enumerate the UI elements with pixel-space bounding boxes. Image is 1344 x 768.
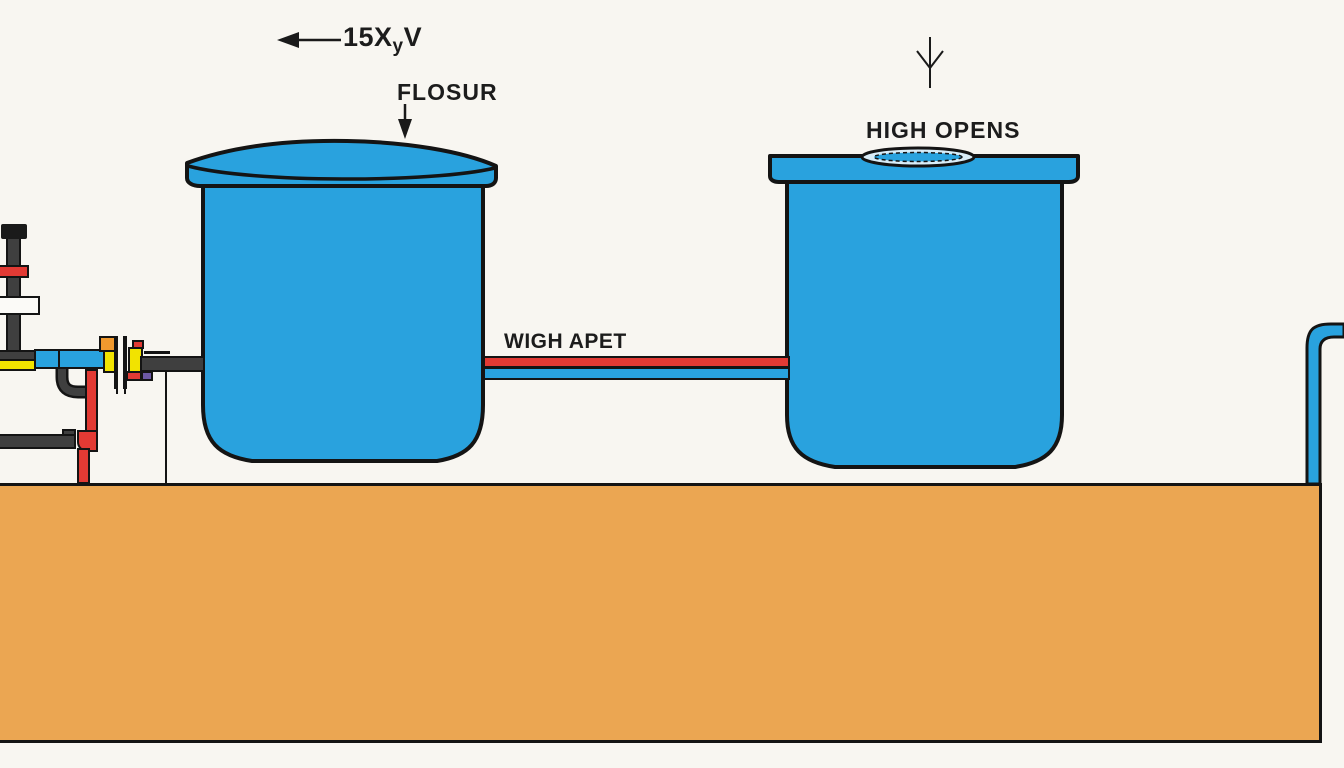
bottom-pipe-dark — [0, 434, 76, 449]
arrow-feather-down-icon — [916, 37, 944, 88]
valve-base-purple — [141, 371, 153, 381]
valve-base-red — [126, 371, 142, 381]
tank1-inlet-pipe-dark — [140, 356, 205, 372]
inlet-pipe-stub-line — [144, 351, 170, 354]
standpipe-red-collar — [0, 265, 29, 278]
transfer-pipe-blue-layer — [483, 367, 790, 380]
drain-pipe-red-upper — [85, 369, 98, 437]
drain-pipe-red-lower — [77, 448, 90, 484]
arrow-left-head-icon — [277, 32, 299, 48]
flange-plate-left — [114, 336, 118, 389]
tank2-label: HIGH OPENS — [866, 117, 1021, 143]
support-line — [165, 372, 167, 484]
ground-slab — [0, 483, 1322, 743]
tank2-rim — [768, 154, 1080, 184]
tank1-body — [201, 184, 485, 463]
suction-pipe-socket-line — [58, 350, 60, 368]
flow-label-suffix: V — [403, 22, 423, 52]
suction-pipe-end-yellow — [0, 359, 36, 371]
suction-pipe-blue — [34, 349, 112, 369]
standpipe-flange — [0, 296, 40, 315]
flow-label-subscript: y — [392, 36, 404, 57]
tank1-label: FLOSUR — [397, 79, 498, 105]
trap-elbow-pipe — [58, 369, 90, 396]
flange-plate-right — [123, 336, 127, 389]
tank2-body — [785, 180, 1064, 469]
transfer-pipe-label: WIGH APET — [504, 330, 627, 353]
flange-leg-right — [124, 377, 126, 394]
flow-label-prefix: 15X — [343, 22, 393, 52]
standpipe-cap — [1, 224, 27, 239]
standpipe-vertical — [6, 237, 21, 353]
flange-leg-left — [116, 377, 118, 394]
tank2-opening-inner — [873, 151, 963, 163]
arrow-down-head-icon — [398, 119, 412, 139]
right-riser-pipe — [1305, 322, 1344, 486]
flow-label: 15XyV — [343, 22, 423, 57]
tank1-rim-front-arc — [187, 164, 496, 181]
